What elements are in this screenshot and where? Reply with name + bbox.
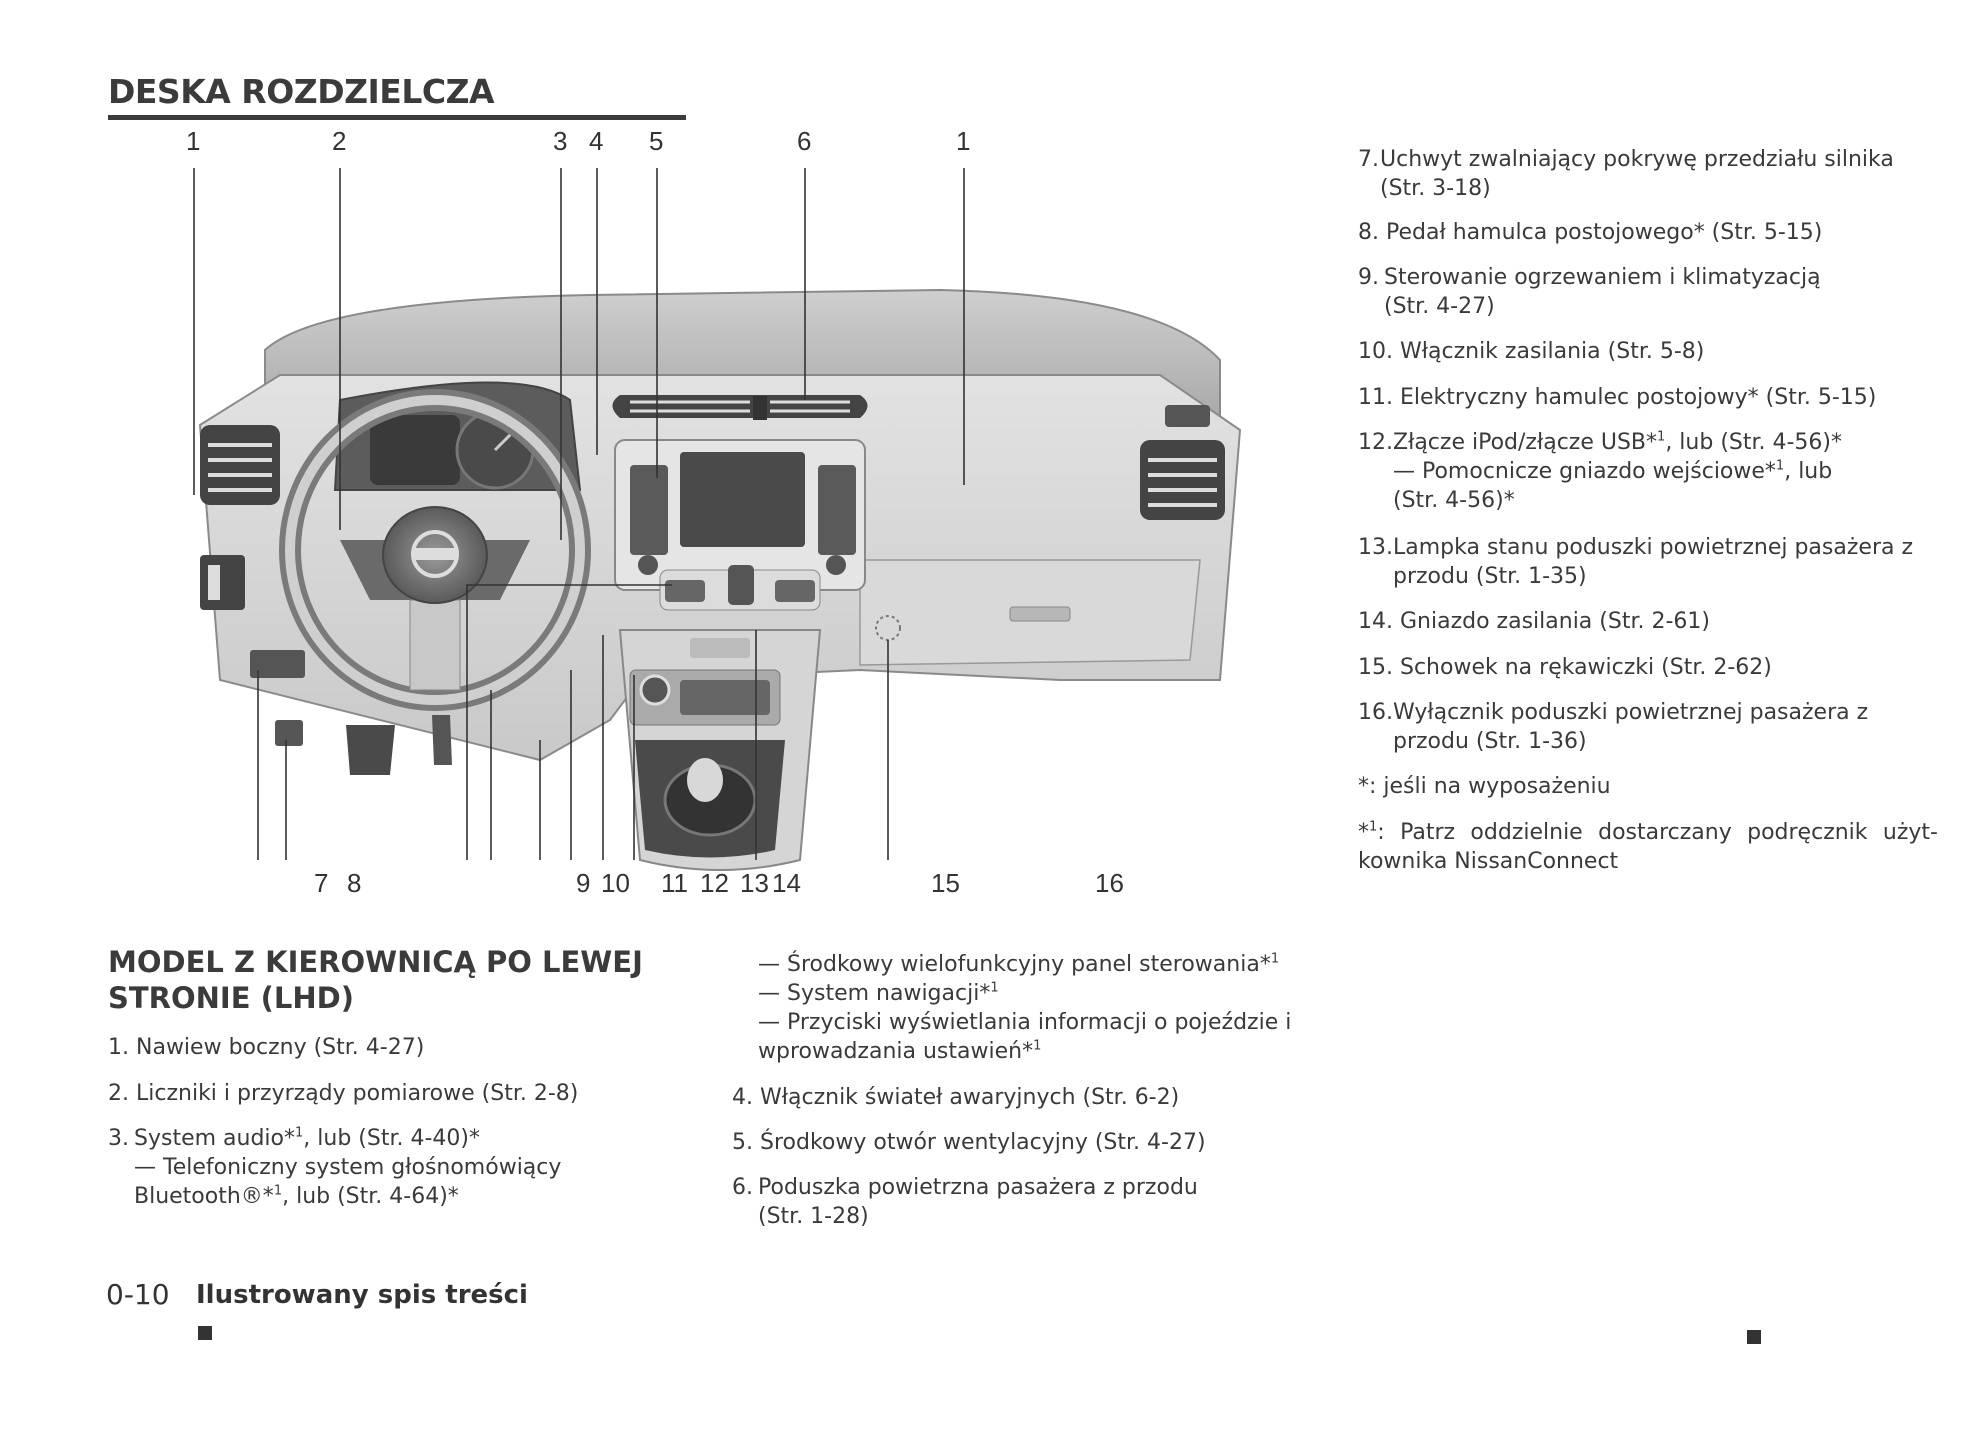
list-item-10: 10. Włącznik zasilania (Str. 5-8) xyxy=(1358,339,1705,364)
list-item-14: 14. Gniazdo zasilania (Str. 2-61) xyxy=(1358,609,1710,634)
list-item-15: 15. Schowek na rękawiczki (Str. 2-62) xyxy=(1358,655,1772,680)
list-item-1: 1. Nawiew boczny (Str. 4-27) xyxy=(108,1033,424,1062)
callout-16: 16 xyxy=(1095,868,1124,898)
list-item-4: 4. Włącznik świateł awaryjnych (Str. 6-2… xyxy=(732,1083,1179,1112)
item-text: Środkowy otwór wentylacyjny (Str. 4-27) xyxy=(760,1130,1206,1155)
title-underline xyxy=(108,115,686,120)
list-item-12: 12. Złącze iPod/złącze USB*1, lub (Str. … xyxy=(1358,429,1843,513)
callout-4: 4 xyxy=(589,126,604,156)
callout-10: 10 xyxy=(601,868,630,898)
footer-marker-left xyxy=(198,1326,212,1340)
right-side-vent xyxy=(1140,405,1225,520)
audio-display-unit xyxy=(614,439,866,591)
list-item-6: 6. Poduszka powietrzna pasażera z przodu… xyxy=(732,1175,1198,1229)
glove-box-handle xyxy=(1009,606,1071,622)
callout-2: 2 xyxy=(332,126,347,156)
dashboard-drawing xyxy=(193,168,1242,871)
list-item-9: 9. Sterowanie ogrzewaniem i klimatyzacją… xyxy=(1358,265,1821,319)
page-number: 0-10 xyxy=(106,1278,170,1311)
item-number: 5. xyxy=(732,1130,753,1155)
callout-7: 7 xyxy=(314,868,329,898)
note-optional-equipment: *: jeśli na wyposażeniu xyxy=(1358,774,1611,799)
list-item-11: 11. Elektryczny hamulec postojowy* (Str.… xyxy=(1358,385,1877,410)
item-text: Włącznik świateł awaryjnych (Str. 6-2) xyxy=(760,1085,1180,1110)
climate-controls xyxy=(659,565,821,611)
item-number: 4. xyxy=(732,1085,753,1110)
parking-brake-pedal xyxy=(275,720,303,746)
list-item-16: 16. Wyłącznik poduszki powietrznej pasaż… xyxy=(1358,700,1869,754)
list-item-8: 8. Pedał hamulca postojowego* (Str. 5-15… xyxy=(1358,220,1823,245)
item-number: 2. xyxy=(108,1081,129,1106)
page-title: DESKA ROZDZIELCZA xyxy=(108,72,495,111)
footer-section-label: Ilustrowany spis treści xyxy=(196,1280,528,1310)
list-item-3-continuation: — Środkowy wielofunkcyjny panel sterowan… xyxy=(758,951,1292,1064)
item-text: Liczniki i przyrządy pomiarowe (Str. 2-8… xyxy=(136,1081,579,1106)
callout-5: 5 xyxy=(649,126,664,156)
callout-1-right: 1 xyxy=(956,126,971,156)
callout-14: 14 xyxy=(772,868,801,898)
list-item-2: 2. Liczniki i przyrządy pomiarowe (Str. … xyxy=(108,1079,578,1108)
callout-15: 15 xyxy=(931,868,960,898)
power-switch xyxy=(639,674,671,706)
item-text: Nawiew boczny (Str. 4-27) xyxy=(136,1035,425,1060)
callout-9: 9 xyxy=(576,868,591,898)
callout-13: 13 xyxy=(740,868,769,898)
section-heading: MODEL Z KIEROWNICĄ PO LEWEJ STRONIE (LHD… xyxy=(108,945,643,1015)
meter-display xyxy=(370,415,460,485)
item-line: — Telefoniczny system głośnomówiący xyxy=(134,1155,562,1180)
left-lower-switches xyxy=(200,555,305,678)
shift-knob xyxy=(687,758,723,802)
footer-marker-right xyxy=(1747,1330,1761,1344)
list-item-7: 7. Uchwyt zwalniający pokrywę przedziału… xyxy=(1358,147,1894,201)
item-number: 6. xyxy=(732,1175,753,1200)
callout-12: 12 xyxy=(700,868,729,898)
item-line: System audio*1, lub (Str. 4-40)* xyxy=(134,1125,480,1151)
brake-pedal xyxy=(346,725,395,775)
note-nissanconnect: *1: Patrz oddzielnie dostarczany podręcz… xyxy=(1358,819,1938,874)
callout-8: 8 xyxy=(347,868,362,898)
item-line: Bluetooth®*1, lub (Str. 4-64)* xyxy=(134,1183,459,1209)
callout-1-left: 1 xyxy=(186,126,201,156)
callout-6: 6 xyxy=(797,126,812,156)
dashboard-illustration: 1 2 3 4 5 6 1 7 8 9 10 11 12 13 14 15 16 xyxy=(160,126,1300,900)
left-side-vent xyxy=(200,425,280,505)
accelerator-pedal xyxy=(432,715,452,765)
leader-lines xyxy=(193,168,965,860)
list-item-3: 3. System audio*1, lub (Str. 4-40)* — Te… xyxy=(108,1124,628,1211)
list-item-13: 13. Lampka stanu poduszki powietrznej pa… xyxy=(1358,535,1914,589)
item-number: 1. xyxy=(108,1035,129,1060)
item-number: 3. xyxy=(108,1126,129,1151)
callout-3: 3 xyxy=(553,126,568,156)
center-console xyxy=(618,629,822,871)
list-item-5: 5. Środkowy otwór wentylacyjny (Str. 4-2… xyxy=(732,1128,1206,1157)
callout-11: 11 xyxy=(661,868,688,898)
center-vent xyxy=(612,395,868,420)
